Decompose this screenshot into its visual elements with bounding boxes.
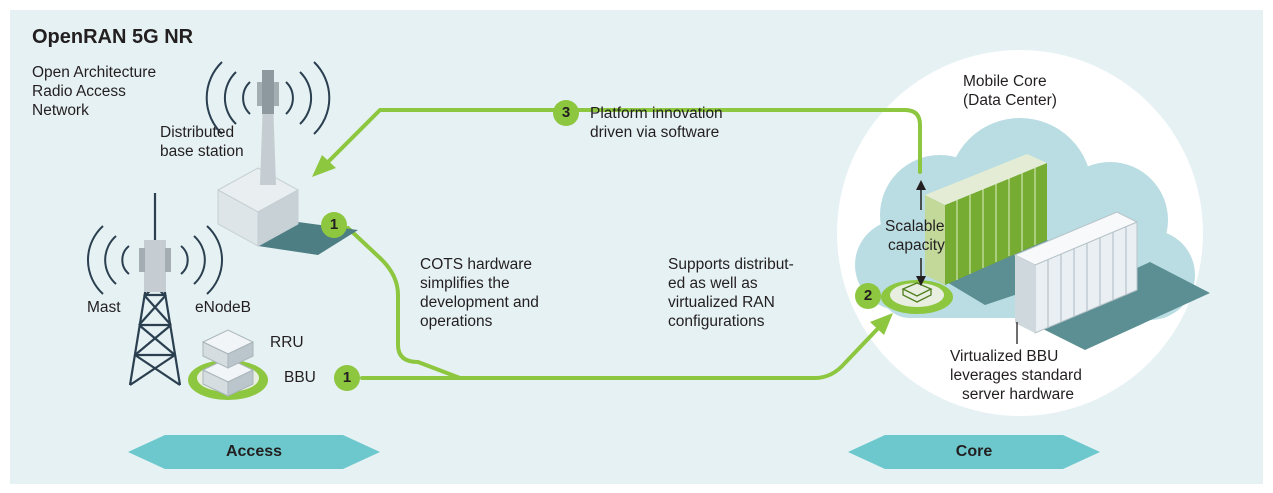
core-device-icon bbox=[901, 282, 933, 303]
mobile-core-label-1: Mobile Core bbox=[963, 73, 1047, 90]
flow-line-bbu bbox=[360, 318, 888, 380]
arrowhead-2 bbox=[870, 313, 893, 335]
subtitle-line-1: Open Architecture bbox=[32, 64, 157, 81]
scalable-arrows bbox=[916, 180, 926, 286]
scalable-label-2: capacity bbox=[888, 237, 945, 254]
platform-callout-2: driven via software bbox=[590, 124, 720, 141]
page-title: OpenRAN 5G NR bbox=[32, 26, 194, 48]
subtitle-line-2: Radio Access bbox=[32, 83, 126, 100]
badge-3: 3 bbox=[561, 104, 571, 121]
mobile-core-label-2: (Data Center) bbox=[963, 92, 1057, 109]
badge-1-bottom: 1 bbox=[342, 369, 352, 386]
cots-callout-2: simplifies the bbox=[420, 275, 510, 292]
cots-callout-4: operations bbox=[420, 313, 493, 330]
badge-2-circle bbox=[855, 283, 881, 309]
arrowhead-3 bbox=[312, 155, 336, 177]
flow-lines bbox=[318, 108, 922, 380]
core-banner bbox=[848, 435, 1100, 469]
badge-1-bottom-circle bbox=[334, 365, 360, 391]
distributed-label-1: Distributed bbox=[160, 124, 235, 141]
core-banner-label: Core bbox=[955, 443, 993, 460]
access-banner bbox=[128, 435, 380, 469]
rru-box bbox=[201, 329, 255, 369]
rru-label: RRU bbox=[270, 334, 304, 351]
flow-line-cots bbox=[346, 226, 462, 380]
mast-tower bbox=[86, 193, 224, 386]
badge-1-top: 1 bbox=[329, 216, 339, 233]
green-server-rack bbox=[925, 154, 1047, 285]
platform-callout-1: Platform innovation bbox=[590, 105, 723, 122]
distributed-label-2: base station bbox=[160, 143, 244, 160]
enodeb-label: eNodeB bbox=[195, 299, 252, 316]
cots-callout-1: COTS hardware bbox=[420, 256, 532, 273]
badge-1-top-circle bbox=[321, 212, 347, 238]
bbu-label: BBU bbox=[284, 369, 316, 386]
supports-callout-3: virtualized RAN bbox=[668, 294, 775, 311]
cots-callout-3: development and bbox=[420, 294, 539, 311]
distributed-base-station bbox=[205, 61, 358, 255]
scalable-label-1: Scalable bbox=[885, 218, 945, 235]
supports-callout-2: ed as well as bbox=[668, 275, 758, 292]
supports-callout-4: configurations bbox=[668, 313, 765, 330]
rack-shadow-2 bbox=[1025, 262, 1210, 350]
flow-line-3 bbox=[318, 108, 922, 174]
virtualized-label-3: server hardware bbox=[962, 386, 1074, 403]
virtualized-label-2: leverages standard bbox=[950, 367, 1082, 384]
supports-callout-1: Supports distribut- bbox=[668, 256, 794, 273]
mast-label: Mast bbox=[87, 299, 121, 316]
subtitle-line-3: Network bbox=[32, 102, 89, 119]
bbu-box bbox=[201, 357, 255, 397]
badge-3-circle bbox=[553, 100, 579, 126]
badge-2: 2 bbox=[863, 287, 873, 304]
virtualized-server-rack bbox=[1013, 211, 1139, 334]
access-banner-label: Access bbox=[225, 443, 283, 460]
virtualized-label-1: Virtualized BBU bbox=[950, 348, 1059, 365]
